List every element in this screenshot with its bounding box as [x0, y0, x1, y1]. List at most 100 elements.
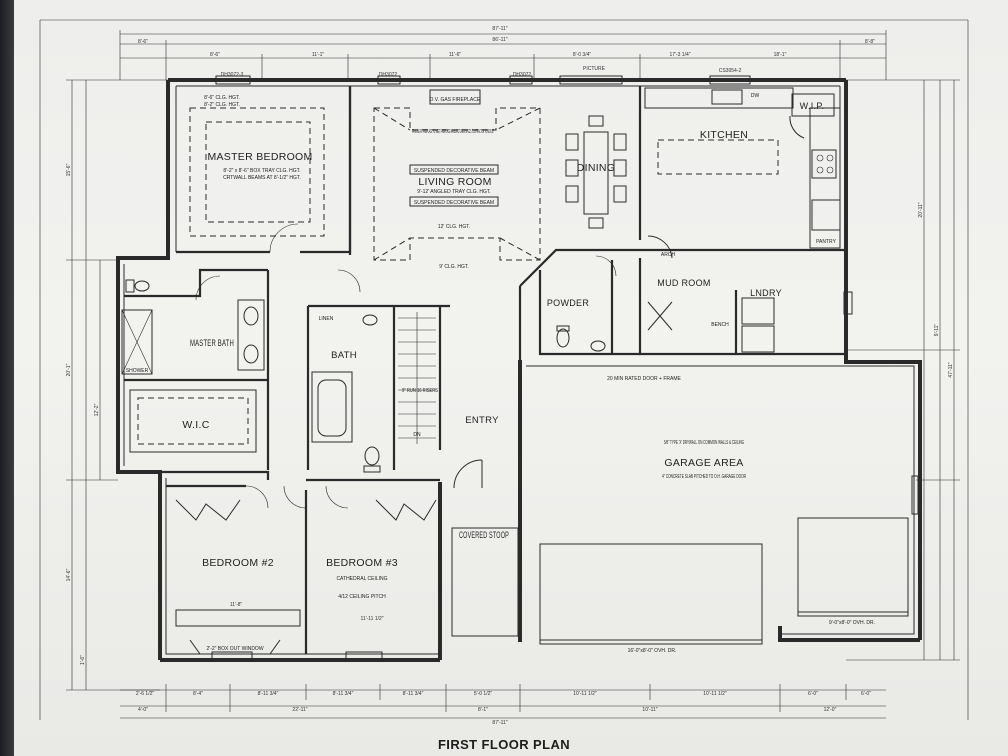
master-ceiling-note: 8'-6" CLG. HGT. — [204, 95, 240, 101]
top-windows — [215, 75, 751, 85]
top-dimension-strings — [39, 19, 969, 720]
dishwasher-label: DW — [751, 93, 760, 99]
living-room — [348, 86, 541, 261]
bench-label: BENCH — [711, 322, 729, 328]
garage — [539, 291, 919, 645]
bottom-overall-dim: 8'-1" — [478, 707, 488, 713]
garage-slab-note: 4" CONCRETE SLAB PITCHED TO O.H. GARAGE … — [662, 474, 746, 480]
bottom-dimension-strings — [120, 684, 886, 719]
bottom-dim: 6'-0" — [808, 691, 818, 697]
right-dim: 47'-11" — [948, 362, 954, 377]
window-tag: PICTURE — [583, 66, 606, 72]
garage-door-note: 20 MIN RATED DOOR + FRAME — [607, 376, 681, 382]
bottom-dim: 8'-11 3/4" — [258, 691, 279, 697]
bottom-overall-dim: 12'-0" — [824, 707, 837, 713]
garage-drywall-note: 5/8" TYPE 'X' DRYWALL ON COMMON WALLS & … — [664, 440, 744, 446]
box-out-window-note: 2'-2" BOX OUT WINDOW — [206, 646, 263, 652]
powder-mud-laundry — [518, 235, 846, 360]
garage-area-label: GARAGE AREA — [664, 457, 743, 469]
linen-label: LINEN — [319, 316, 334, 322]
powder-label: POWDER — [547, 298, 590, 308]
bottom-dim: 5'-0 1/2" — [474, 691, 493, 697]
right-dim: 9'-11" — [934, 324, 940, 337]
top-dim-seg: 18'-1" — [774, 52, 787, 58]
top-dim-seg: 8'-8" — [865, 39, 875, 45]
garage-door-1-note: 16'-0"x8'-0" OVH. DR. — [628, 648, 677, 654]
bottom-dim: 10'-11 1/2" — [703, 691, 727, 697]
bath-label: BATH — [331, 350, 357, 361]
top-dim-seg: 11'-1" — [312, 52, 325, 58]
top-dim-seg: 8'-6" — [210, 52, 220, 58]
shower-label: SHOWER — [126, 368, 149, 374]
bottom-overall-dim: 22'-11" — [292, 707, 307, 713]
left-dim: 12'-2" — [94, 403, 100, 416]
covered-stoop-label: COVERED STOOP — [459, 530, 509, 540]
bottom-overall-dim: 10'-11" — [642, 707, 657, 713]
stairs-note: 9" RUN 16 RISERS — [402, 388, 439, 394]
kitchen — [638, 86, 841, 249]
garage-door-2-note: 9'-0"x8'-0" OVH. DR. — [829, 620, 875, 626]
right-dimension-strings — [846, 79, 960, 661]
wip-label: W.I.P. — [800, 101, 825, 111]
top-dim-seg: 8'-6" — [138, 39, 148, 45]
master-bath — [121, 268, 270, 470]
arch-label: ARCH — [661, 252, 676, 258]
bottom-dim: 6'-0" — [861, 691, 871, 697]
overall-top-dim-1: 87'-11" — [492, 26, 507, 32]
fireplace-label: D.V. GAS FIREPLACE — [430, 97, 481, 103]
wic-label: W.I.C — [182, 419, 209, 431]
kitchen-label: KITCHEN — [700, 129, 748, 141]
bottom-dim: 8'-4" — [193, 691, 203, 697]
plan-title: FIRST FLOOR PLAN — [437, 737, 571, 752]
bottom-overall-dim: 4'-0" — [138, 707, 148, 713]
stairs-down-label: DN — [413, 432, 421, 438]
bottom-dim: 8'-11 3/4" — [403, 691, 424, 697]
left-dimension-strings — [66, 79, 170, 691]
bedroom-3-ceiling: CATHEDRAL CEILING — [336, 576, 387, 582]
master-tray-note: CRTWALL BEAMS AT 8'-1/2" HGT. — [223, 175, 301, 181]
bottom-dim: 10'-11 1/2" — [573, 691, 597, 697]
left-dim: 20'-1" — [66, 363, 72, 376]
bedroom-3-pitch: 4/12 CEILING PITCH — [338, 594, 386, 600]
left-dim: 14'-6" — [66, 568, 72, 581]
master-bath-label: MASTER BATH — [190, 338, 234, 349]
window-tag: CS3054-2 — [719, 68, 742, 74]
covered-stoop — [451, 459, 519, 637]
bedroom-3-width: 11'-11 1/2" — [360, 616, 383, 622]
fireplace-framing-note: FRAMING AT FIREPLACE TO MEET FIREPLACE M… — [412, 129, 494, 135]
living-tray-note: 9'-12' ANGLED TRAY CLG. HGT. — [417, 189, 491, 195]
bottom-dim: 2'-6 1/2" — [136, 691, 155, 697]
top-dim-seg: 8'-0 3/4" — [573, 52, 592, 58]
window-tag: DH3072 — [379, 72, 398, 78]
bottom-dim: 8'-11 3/4" — [333, 691, 354, 697]
hall-bath-stairs — [306, 269, 450, 473]
exterior-wall-inner — [123, 85, 915, 655]
living-beam-note: SUSPENDED DECORATIVE BEAM — [414, 168, 494, 174]
living-ceiling-note: 12' CLG. HGT. — [438, 224, 470, 230]
top-dim-seg: 11'-6" — [449, 52, 462, 58]
laundry-label: LNDRY — [750, 288, 782, 298]
living-room-label: LIVING ROOM — [418, 176, 491, 188]
top-dim-seg: 17'-3 1/4" — [669, 52, 690, 58]
living-ceiling-note: 9' CLG. HGT. — [439, 264, 469, 270]
master-ceiling-note: 8'-2" CLG. HGT. — [204, 102, 240, 108]
living-beam-note: SUSPENDED DECORATIVE BEAM — [414, 200, 494, 206]
bottom-total-dim: 87'-11" — [492, 720, 507, 726]
monitor-bezel — [0, 0, 14, 756]
pantry-label: PANTRY — [816, 239, 836, 245]
dining-label: DINING — [577, 162, 616, 174]
master-bedroom-label: MASTER BEDROOM — [207, 151, 312, 163]
window-tag: DH3072 — [513, 72, 532, 78]
right-dim: 20'-11" — [918, 202, 924, 217]
bedroom-2-label: BEDROOM #2 — [202, 557, 274, 569]
mud-room-label: MUD ROOM — [657, 278, 710, 288]
bedroom-3-label: BEDROOM #3 — [326, 557, 398, 569]
entry-label: ENTRY — [465, 415, 499, 426]
bedroom-2-width: 11'-8" — [230, 602, 243, 608]
left-dim: 1'-6" — [80, 655, 86, 665]
master-tray-note: 8'-2" x 8'-6" BOX TRAY CLG. HGT. — [223, 168, 300, 174]
window-tag: DH3072-3 — [221, 72, 244, 78]
left-dim: 15'-6" — [66, 163, 72, 176]
